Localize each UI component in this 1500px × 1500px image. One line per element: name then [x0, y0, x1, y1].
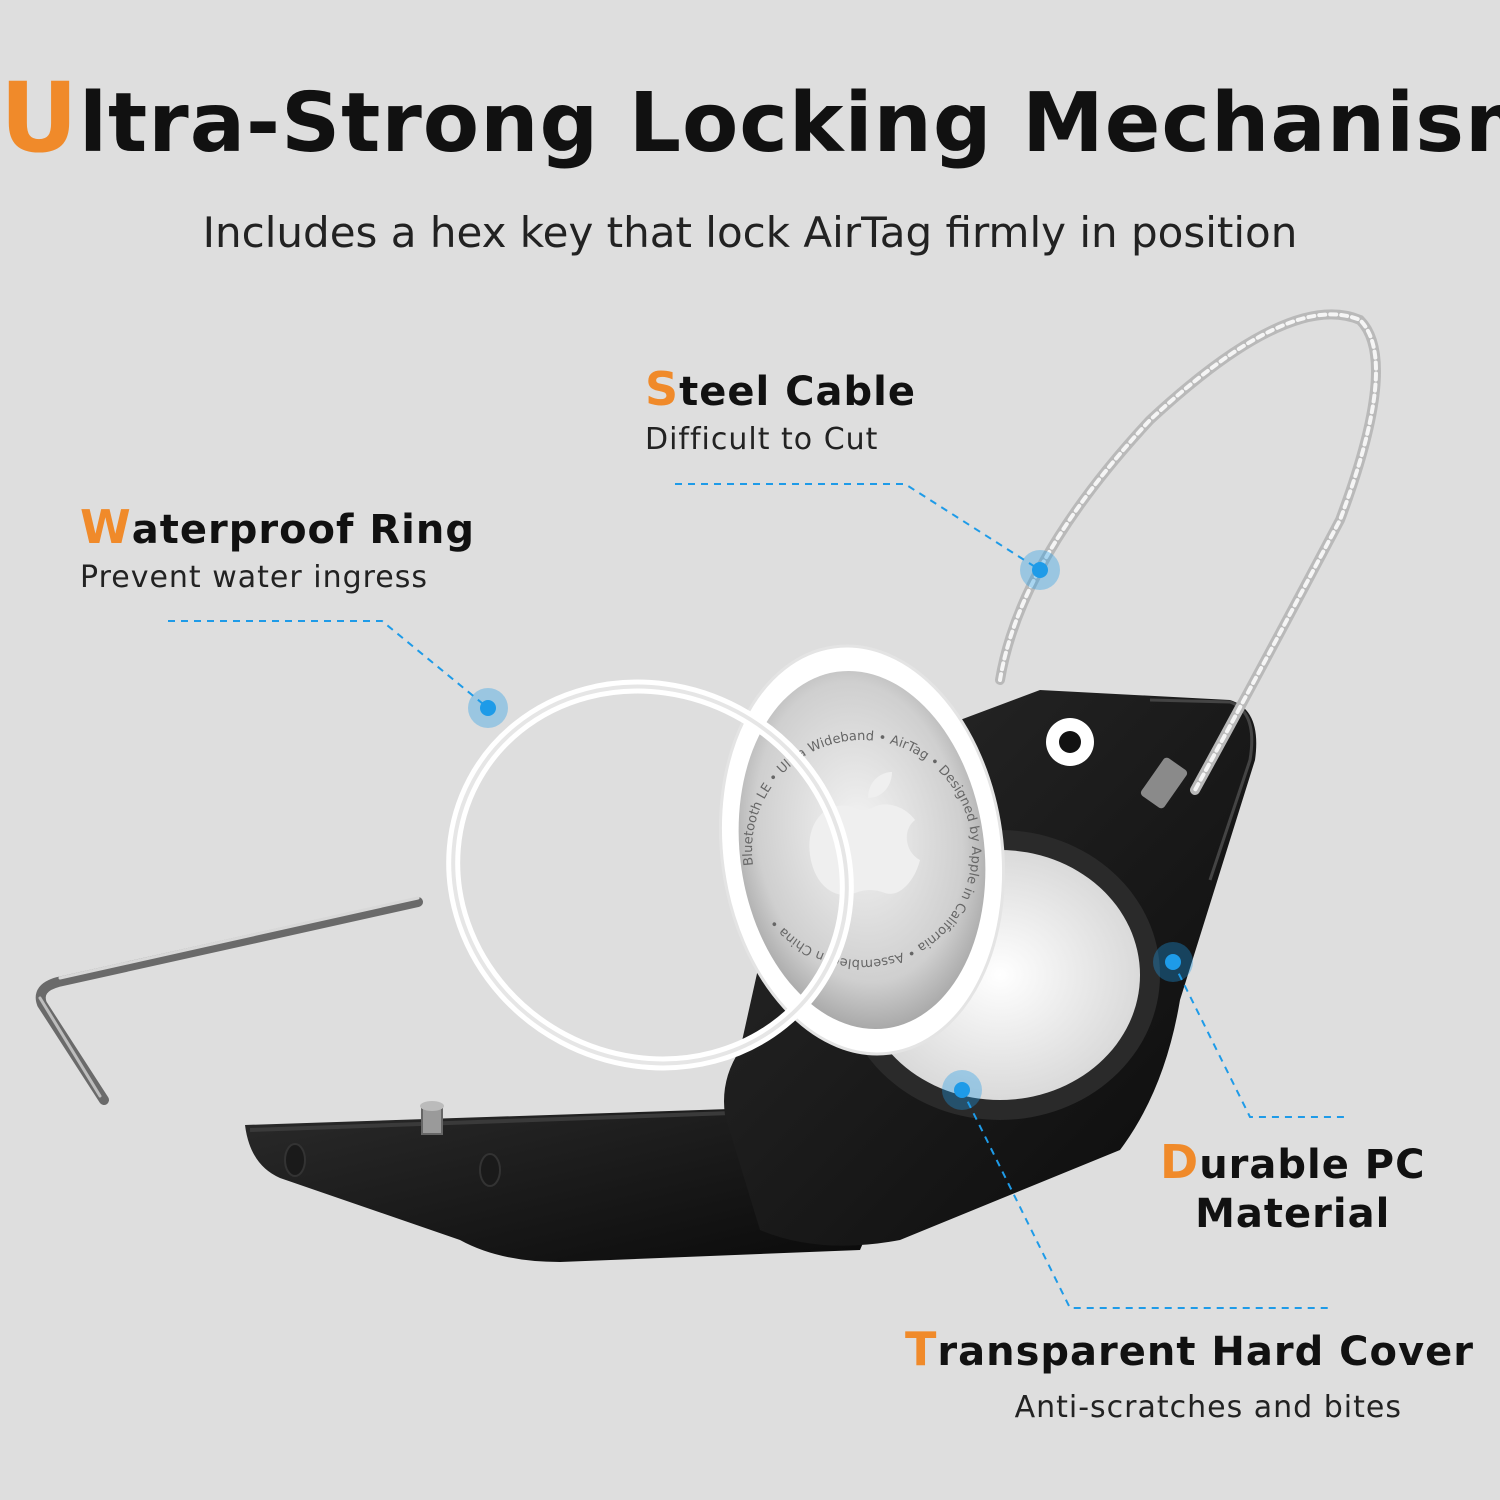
- transparent-cover-leader: [961, 1089, 1330, 1309]
- callout-transparent-cover: Transparent Hard Cover Anti-scratches an…: [905, 1322, 1474, 1425]
- page-subtitle: Includes a hex key that lock AirTag firm…: [202, 208, 1298, 257]
- callout-durable-pc: Durable PC Material: [1160, 1135, 1425, 1237]
- callout-title: Transparent Hard Cover: [905, 1322, 1474, 1376]
- callout-title: Durable PC: [1160, 1135, 1426, 1189]
- durable-pc-leader: [1172, 961, 1348, 1118]
- steel-cable-leader: [675, 483, 1041, 571]
- callout-steel-cable: Steel Cable Difficult to Cut: [645, 362, 916, 457]
- callout-subtitle: Anti-scratches and bites: [1014, 1390, 1402, 1425]
- callout-title: Waterproof Ring: [80, 500, 475, 554]
- steel-cable: [995, 309, 1381, 809]
- hex-key: [35, 896, 423, 1105]
- page-title: Ultra-Strong Locking Mechanism: [0, 62, 1500, 174]
- callout-title: Steel Cable: [645, 362, 916, 416]
- callout-title-line2: Material: [1195, 1191, 1391, 1237]
- waterproof-ring: [446, 679, 854, 1071]
- callout-subtitle: Prevent water ingress: [80, 560, 429, 595]
- callout-subtitle: Difficult to Cut: [645, 422, 879, 457]
- callout-waterproof-ring: Waterproof Ring Prevent water ingress: [80, 500, 475, 595]
- case-base-plate: [245, 1101, 894, 1262]
- callout-lines: [168, 483, 1348, 1309]
- callout-dots: [468, 550, 1193, 1110]
- waterproof-ring-leader: [168, 620, 489, 709]
